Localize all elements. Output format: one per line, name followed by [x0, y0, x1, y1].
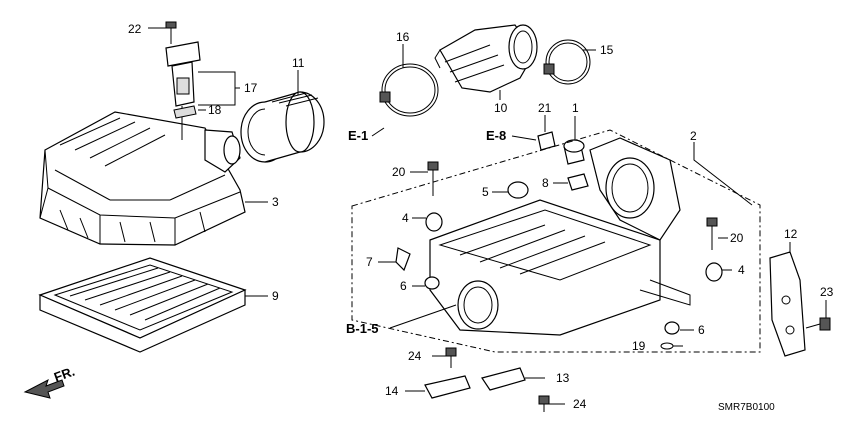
- callout-10: 10: [494, 101, 508, 115]
- airflow-sensor[interactable]: [165, 41, 201, 140]
- air-inlet-tube[interactable]: [434, 24, 538, 93]
- callout-14: 14: [385, 384, 399, 398]
- callout-8: 8: [542, 176, 549, 190]
- callout-6-b: 6: [698, 323, 705, 337]
- tube-clamp-15[interactable]: [543, 39, 591, 85]
- case-assembly-outline: [351, 129, 761, 353]
- callout-12: 12: [784, 227, 798, 241]
- callout-18: 18: [208, 103, 222, 117]
- callout-24-b: 24: [573, 397, 587, 411]
- clip-21[interactable]: [537, 131, 556, 151]
- direction-label: FR.: [52, 364, 77, 385]
- air-cleaner-case[interactable]: [429, 137, 691, 336]
- bolt-20-b[interactable]: [706, 217, 718, 250]
- collar-6-b[interactable]: [664, 321, 680, 335]
- bracket-13[interactable]: [481, 367, 526, 391]
- reference-b15[interactable]: B-1-5: [346, 321, 379, 336]
- intake-duct[interactable]: [240, 91, 325, 163]
- callout-23: 23: [820, 285, 834, 299]
- callout-1: 1: [572, 101, 579, 115]
- callout-21: 21: [538, 101, 552, 115]
- callout-numbers: 22 17 18 11 3 9 16 10 15 21 1 2 20 5 8 4…: [128, 22, 834, 411]
- sensor-gasket[interactable]: [173, 105, 197, 119]
- callout-17: 17: [244, 81, 258, 95]
- grommet-4-a[interactable]: [425, 212, 443, 232]
- callout-24-a: 24: [408, 349, 422, 363]
- reference-e8-label: E-8: [486, 128, 506, 143]
- callout-11: 11: [292, 56, 305, 70]
- reference-b15-label: B-1-5: [346, 321, 379, 336]
- bracket-12[interactable]: [769, 251, 806, 357]
- bolt-24-a[interactable]: [445, 347, 457, 368]
- leader-lines: [148, 27, 827, 405]
- callout-5: 5: [482, 185, 489, 199]
- callout-3: 3: [272, 195, 279, 209]
- callout-22: 22: [128, 22, 142, 36]
- reference-e1[interactable]: E-1: [348, 127, 385, 143]
- front-direction-arrow-icon: [23, 378, 65, 399]
- callout-9: 9: [272, 289, 279, 303]
- callout-20-a: 20: [392, 165, 406, 179]
- grommet-4-b[interactable]: [705, 262, 723, 282]
- tube-clamp-16[interactable]: [379, 63, 439, 117]
- sensor-bolt[interactable]: [165, 21, 177, 44]
- callout-20-b: 20: [730, 231, 744, 245]
- bracket-14[interactable]: [424, 375, 471, 399]
- callout-4-a: 4: [402, 211, 409, 225]
- washer-19[interactable]: [660, 342, 674, 350]
- bolt-24-b[interactable]: [538, 395, 550, 412]
- grommet-1[interactable]: [563, 139, 585, 165]
- air-cleaner-cover[interactable]: [39, 111, 246, 246]
- callout-4-b: 4: [738, 263, 745, 277]
- grommet-5[interactable]: [507, 181, 529, 199]
- reference-e1-label: E-1: [348, 128, 368, 143]
- callout-6-a: 6: [400, 279, 407, 293]
- clip-8[interactable]: [567, 173, 589, 191]
- callout-19: 19: [632, 339, 646, 353]
- air-filter-element[interactable]: [38, 257, 247, 353]
- callout-7: 7: [366, 255, 373, 269]
- callout-13: 13: [556, 371, 570, 385]
- collar-6-a[interactable]: [424, 276, 440, 290]
- diagram-code: SMR7B0100: [718, 402, 775, 413]
- callout-15: 15: [600, 43, 614, 57]
- callout-16: 16: [396, 30, 410, 44]
- bolt-23[interactable]: [805, 317, 831, 331]
- callout-2: 2: [690, 129, 697, 143]
- bolt-20-a[interactable]: [427, 161, 439, 196]
- clip-7[interactable]: [395, 247, 411, 272]
- reference-e8[interactable]: E-8: [486, 128, 537, 143]
